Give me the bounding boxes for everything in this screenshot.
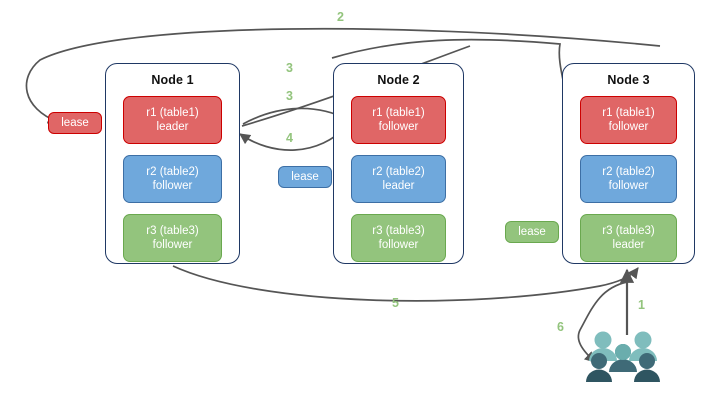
users-group-icon: [586, 330, 666, 390]
replica-r1[interactable]: r1 (table1) leader: [123, 96, 222, 144]
node-box-1[interactable]: Node 1 r1 (table1) leader r2 (table2) fo…: [105, 63, 240, 264]
replica-name: r3 (table3): [602, 224, 655, 237]
replica-r2[interactable]: r2 (table2) leader: [351, 155, 446, 203]
lease-badge-table2[interactable]: lease: [278, 166, 332, 188]
replica-name: r1 (table1): [146, 106, 199, 119]
replica-r3[interactable]: r3 (table3) leader: [580, 214, 677, 262]
lease-badge-table3[interactable]: lease: [505, 221, 559, 243]
replica-r2[interactable]: r2 (table2) follower: [123, 155, 222, 203]
node-box-3[interactable]: Node 3 r1 (table1) follower r2 (table2) …: [562, 63, 695, 264]
edge-label-4: 4: [286, 131, 293, 145]
replica-role: follower: [152, 180, 193, 192]
replica-role: leader: [382, 180, 415, 192]
replica-name: r1 (table1): [372, 106, 425, 119]
replica-r1[interactable]: r1 (table1) follower: [580, 96, 677, 144]
lease-badge-table1[interactable]: lease: [48, 112, 102, 134]
replica-r1[interactable]: r1 (table1) follower: [351, 96, 446, 144]
replica-name: r2 (table2): [372, 165, 425, 178]
node-title: Node 1: [151, 73, 194, 87]
edge-label-5: 5: [392, 296, 399, 310]
replica-role: follower: [378, 121, 419, 133]
replica-role: leader: [156, 121, 189, 133]
edge-label-1: 1: [638, 298, 645, 312]
replica-r3[interactable]: r3 (table3) follower: [351, 214, 446, 262]
edge-label-2: 2: [337, 10, 344, 24]
replica-role: follower: [608, 180, 649, 192]
node-box-2[interactable]: Node 2 r1 (table1) follower r2 (table2) …: [333, 63, 464, 264]
replica-r2[interactable]: r2 (table2) follower: [580, 155, 677, 203]
replica-name: r3 (table3): [146, 224, 199, 237]
replica-name: r2 (table2): [146, 165, 199, 178]
replica-role: follower: [608, 121, 649, 133]
replica-role: follower: [378, 239, 419, 251]
lease-label: lease: [518, 226, 546, 238]
edge-label-3-upper: 3: [286, 61, 293, 75]
node-title: Node 3: [607, 73, 650, 87]
replica-r3[interactable]: r3 (table3) follower: [123, 214, 222, 262]
replica-name: r2 (table2): [602, 165, 655, 178]
edge-label-6: 6: [557, 320, 564, 334]
lease-label: lease: [291, 171, 319, 183]
lease-label: lease: [61, 117, 89, 129]
replica-name: r1 (table1): [602, 106, 655, 119]
replica-role: leader: [612, 239, 645, 251]
edge-label-3-lower: 3: [286, 89, 293, 103]
node-title: Node 2: [377, 73, 420, 87]
replica-name: r3 (table3): [372, 224, 425, 237]
replica-role: follower: [152, 239, 193, 251]
edge-5-path: [172, 265, 639, 302]
